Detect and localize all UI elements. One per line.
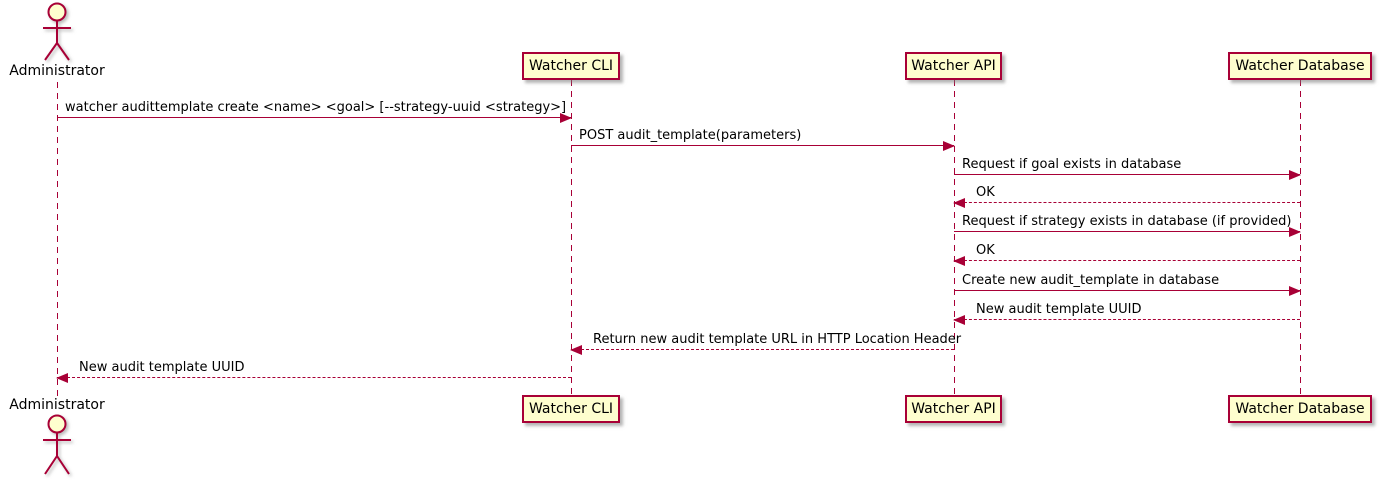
- participant-watcher-cli-bottom: Watcher CLI: [522, 395, 620, 423]
- arrowhead-right-icon: [560, 113, 572, 123]
- message-new-uuid-to-admin: New audit template UUID: [56, 358, 571, 383]
- arrowhead-right-icon: [943, 141, 955, 151]
- message-label: OK: [976, 243, 995, 258]
- message-line: [571, 145, 954, 146]
- message-request-goal-exists: Request if goal exists in database: [954, 155, 1301, 180]
- message-label: New audit template UUID: [79, 360, 245, 375]
- lifeline-watcher-database: [1300, 80, 1301, 395]
- message-line: [954, 290, 1300, 291]
- message-line: [954, 202, 1300, 203]
- message-label: Create new audit_template in database: [962, 273, 1220, 288]
- actor-icon: [43, 414, 71, 475]
- message-post-audit-template: POST audit_template(parameters): [571, 126, 955, 151]
- participant-label: Watcher Database: [1235, 401, 1365, 417]
- message-label: Request if strategy exists in database (…: [962, 214, 1292, 229]
- actor-name-bottom: Administrator: [9, 397, 105, 413]
- message-label: OK: [976, 185, 995, 200]
- arrowhead-left-icon: [953, 198, 965, 208]
- arrowhead-right-icon: [1289, 170, 1301, 180]
- lifeline-administrator: [57, 82, 58, 398]
- participant-watcher-database-bottom: Watcher Database: [1228, 395, 1372, 423]
- participant-watcher-api-top: Watcher API: [905, 52, 1002, 80]
- participant-label: Watcher Database: [1235, 58, 1365, 74]
- message-label: New audit template UUID: [976, 302, 1142, 317]
- arrowhead-left-icon: [953, 256, 965, 266]
- message-label: Request if goal exists in database: [962, 157, 1182, 172]
- message-label: POST audit_template(parameters): [579, 128, 802, 143]
- arrowhead-right-icon: [1289, 286, 1301, 296]
- lifeline-watcher-api: [954, 80, 955, 395]
- participant-watcher-cli-top: Watcher CLI: [522, 52, 620, 80]
- actor-name-top: Administrator: [9, 63, 105, 79]
- message-ok-goal: OK: [953, 183, 1300, 208]
- participant-label: Watcher CLI: [528, 401, 614, 417]
- message-ok-strategy: OK: [953, 241, 1300, 266]
- message-create-audittemplate: watcher audittemplate create <name> <goa…: [57, 98, 572, 123]
- participant-label: Watcher API: [911, 401, 996, 417]
- message-line: [57, 117, 571, 118]
- message-create-in-database: Create new audit_template in database: [954, 271, 1301, 296]
- message-return-url-location-header: Return new audit template URL in HTTP Lo…: [570, 330, 961, 355]
- participant-watcher-api-bottom: Watcher API: [905, 395, 1002, 423]
- participant-label: Watcher CLI: [528, 58, 614, 74]
- message-line: [954, 231, 1300, 232]
- arrowhead-left-icon: [570, 345, 582, 355]
- message-line: [57, 377, 571, 378]
- arrowhead-left-icon: [56, 373, 68, 383]
- message-line: [954, 319, 1300, 320]
- actor-icon: [43, 2, 71, 61]
- participant-label: Watcher API: [911, 58, 996, 74]
- message-line: [571, 349, 954, 350]
- message-label: watcher audittemplate create <name> <goa…: [65, 100, 567, 115]
- message-request-strategy-exists: Request if strategy exists in database (…: [954, 212, 1301, 237]
- lifeline-watcher-cli: [571, 80, 572, 395]
- participant-watcher-database-top: Watcher Database: [1228, 52, 1372, 80]
- arrowhead-right-icon: [1289, 227, 1301, 237]
- message-line: [954, 260, 1300, 261]
- message-label: Return new audit template URL in HTTP Lo…: [593, 332, 962, 347]
- message-new-uuid-from-db: New audit template UUID: [953, 300, 1300, 325]
- message-line: [954, 174, 1300, 175]
- arrowhead-left-icon: [953, 315, 965, 325]
